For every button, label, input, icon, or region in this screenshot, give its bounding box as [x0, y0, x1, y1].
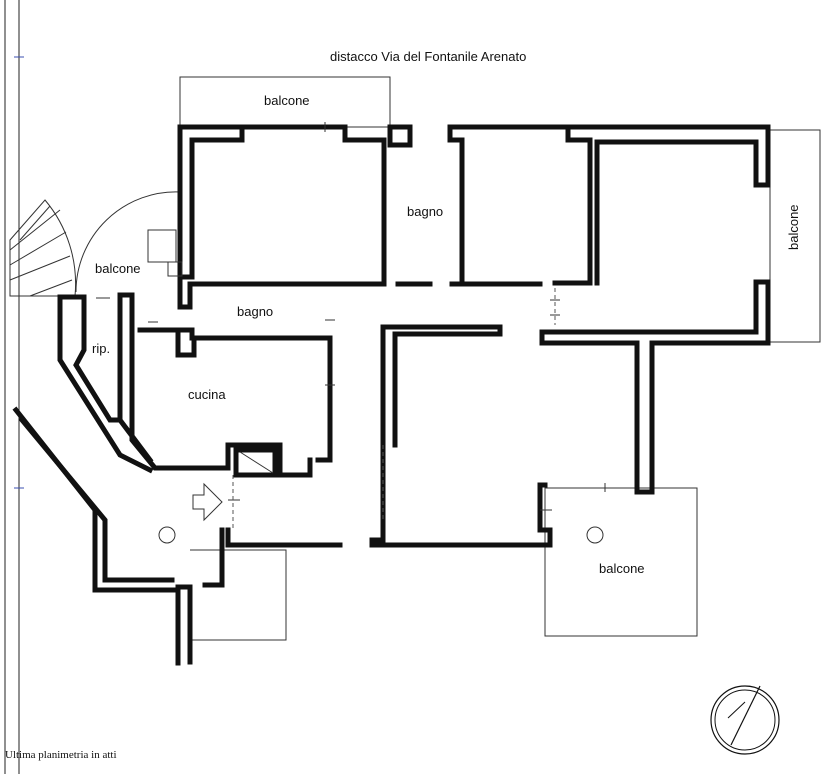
- room-label-bagno-lower: bagno: [237, 304, 273, 319]
- street-label: distacco Via del Fontanile Arenato: [330, 49, 526, 64]
- walls: [12, 124, 771, 666]
- entrance-arrow-icon: [192, 482, 223, 522]
- room-label-bagno-upper: bagno: [407, 204, 443, 219]
- room-label-balcone-bottom: balcone: [599, 561, 645, 576]
- balcony-bottom-right: [544, 487, 698, 637]
- balcony-bottom-left: [190, 549, 287, 641]
- room-label-ripostiglio: rip.: [92, 341, 110, 356]
- room-label-balcone-right: balcone: [786, 204, 801, 250]
- balcony-right: [769, 129, 821, 343]
- column-marker-left: [158, 526, 176, 544]
- balcony-left-arc: [75, 191, 181, 293]
- door-marks: [96, 122, 771, 530]
- column-marker-right: [586, 526, 604, 544]
- balconies: [75, 76, 821, 641]
- footer-note: Ultima planimetria in atti: [5, 749, 117, 761]
- sheet-frame: [4, 0, 24, 774]
- spiral-stair: [9, 199, 77, 297]
- room-label-balcone-top: balcone: [264, 93, 310, 108]
- north-compass-icon: [710, 685, 780, 755]
- room-label-cucina: cucina: [188, 387, 226, 402]
- room-label-balcone-left: balcone: [95, 261, 141, 276]
